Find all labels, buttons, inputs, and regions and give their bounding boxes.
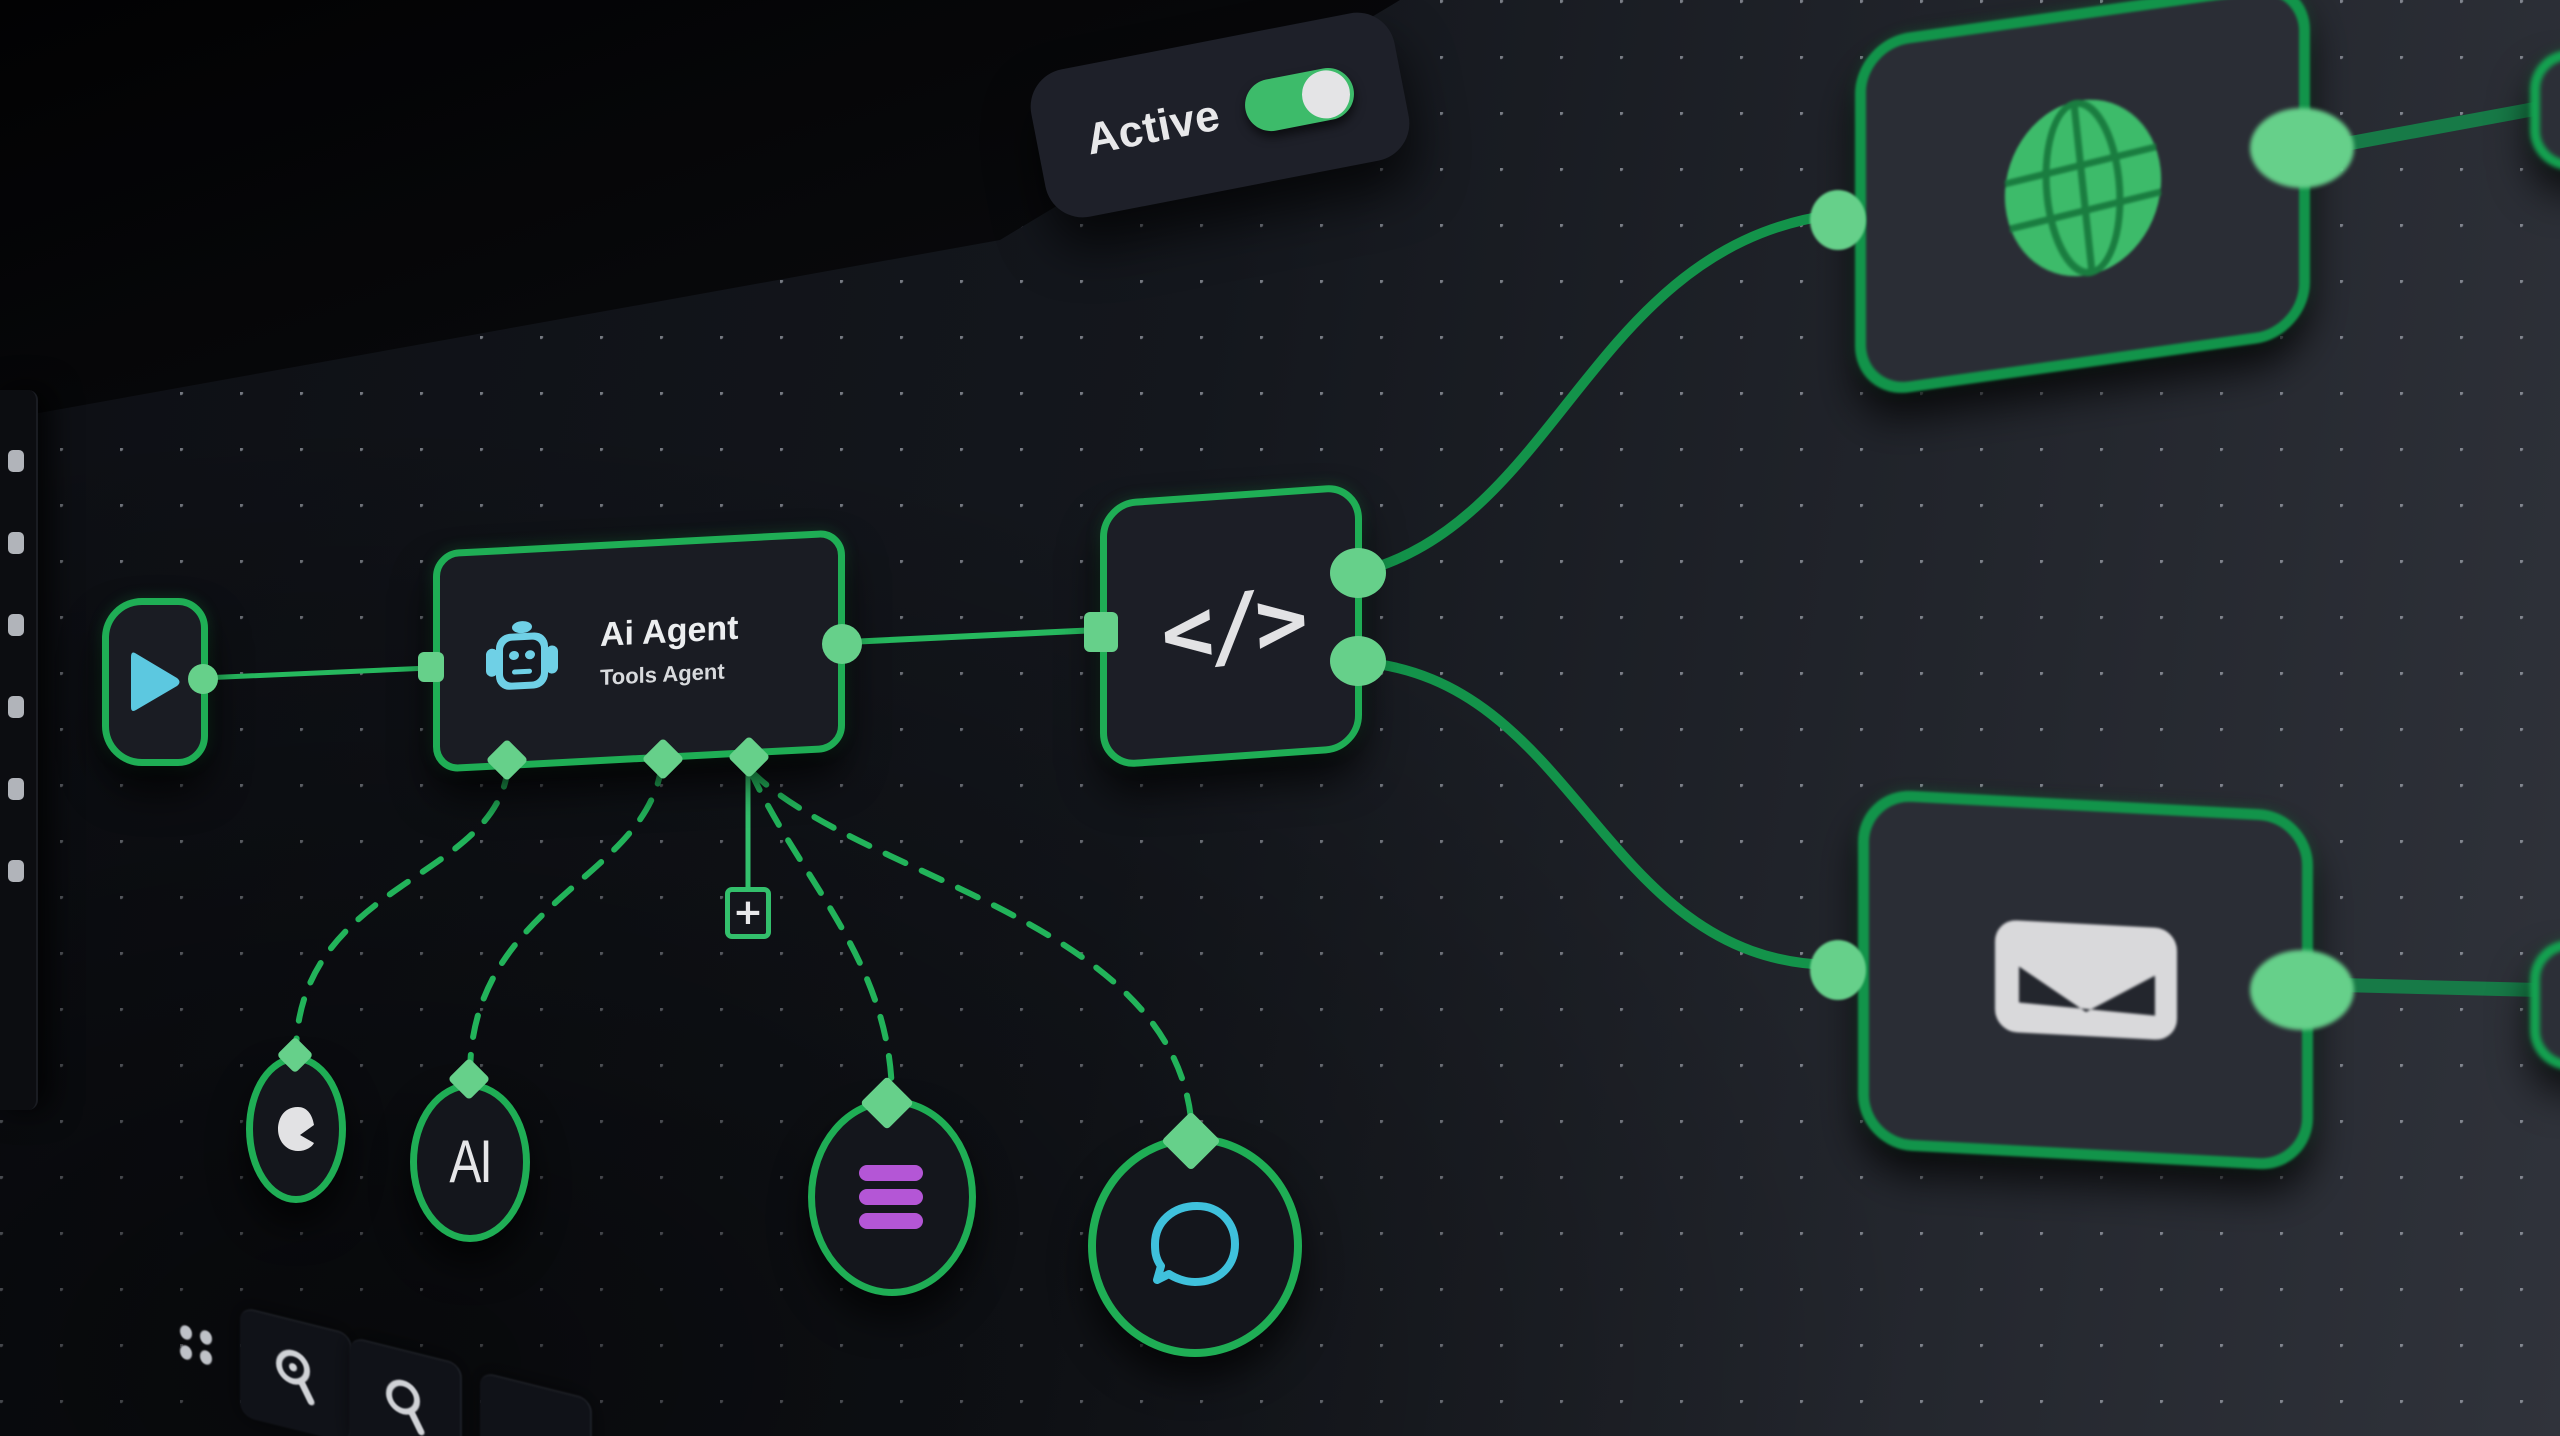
- email-input-handle[interactable]: [1810, 940, 1866, 1000]
- code-output-handle-false[interactable]: [1330, 636, 1386, 686]
- agent-title: Ai Agent: [600, 608, 739, 654]
- zoom-in-button[interactable]: [240, 1306, 352, 1436]
- toggle-knob: [1297, 66, 1354, 123]
- sidebar-icon-3[interactable]: [8, 614, 24, 636]
- code-icon: </>: [1157, 566, 1305, 686]
- fit-view-icon: [180, 1325, 212, 1365]
- sidebar-icon-2[interactable]: [8, 532, 24, 554]
- zoom-in-icon: [276, 1349, 315, 1406]
- memory-node[interactable]: [808, 1098, 976, 1296]
- sidebar-icon-1[interactable]: [8, 450, 24, 472]
- anthropic-icon: AI: [449, 1128, 492, 1196]
- zoom-out-icon: [386, 1379, 425, 1436]
- agent-text: Ai Agent Tools Agent: [600, 608, 739, 690]
- trigger-output-handle[interactable]: [188, 664, 218, 694]
- http-request-node[interactable]: [1855, 0, 2310, 400]
- agent-output-handle[interactable]: [822, 624, 862, 664]
- openai-icon: [278, 1107, 314, 1151]
- chat-tool-node[interactable]: [1088, 1135, 1302, 1357]
- add-tool-button[interactable]: +: [725, 887, 771, 939]
- http-input-handle[interactable]: [1810, 190, 1866, 250]
- active-label: Active: [1082, 90, 1225, 165]
- code-output-handle-true[interactable]: [1330, 548, 1386, 598]
- zoom-out-button[interactable]: [350, 1336, 462, 1436]
- memory-stack-icon: [859, 1165, 923, 1229]
- http-output-handle[interactable]: [2250, 108, 2354, 188]
- code-node[interactable]: </>: [1100, 482, 1362, 770]
- code-input-handle[interactable]: [1084, 612, 1118, 652]
- robot-icon: [486, 621, 558, 690]
- sidebar-icon-5[interactable]: [8, 778, 24, 800]
- globe-icon: [2004, 99, 2161, 277]
- send-email-node[interactable]: [1858, 788, 2313, 1172]
- anthropic-model-node[interactable]: AI: [410, 1082, 530, 1242]
- email-output-handle[interactable]: [2250, 950, 2354, 1030]
- agent-input-handle[interactable]: [418, 652, 444, 682]
- sidebar-icon-6[interactable]: [8, 860, 24, 882]
- openai-model-node[interactable]: [246, 1055, 346, 1203]
- mail-icon: [1994, 920, 2177, 1040]
- active-toggle[interactable]: [1240, 63, 1359, 136]
- left-sidebar: [0, 390, 38, 1110]
- play-icon: [131, 652, 180, 711]
- chat-bubble-icon: [1151, 1202, 1239, 1286]
- ai-agent-node[interactable]: Ai Agent Tools Agent: [433, 529, 845, 773]
- sidebar-icon-4[interactable]: [8, 696, 24, 718]
- fit-view-button[interactable]: [140, 1276, 252, 1414]
- agent-subtitle: Tools Agent: [600, 658, 725, 690]
